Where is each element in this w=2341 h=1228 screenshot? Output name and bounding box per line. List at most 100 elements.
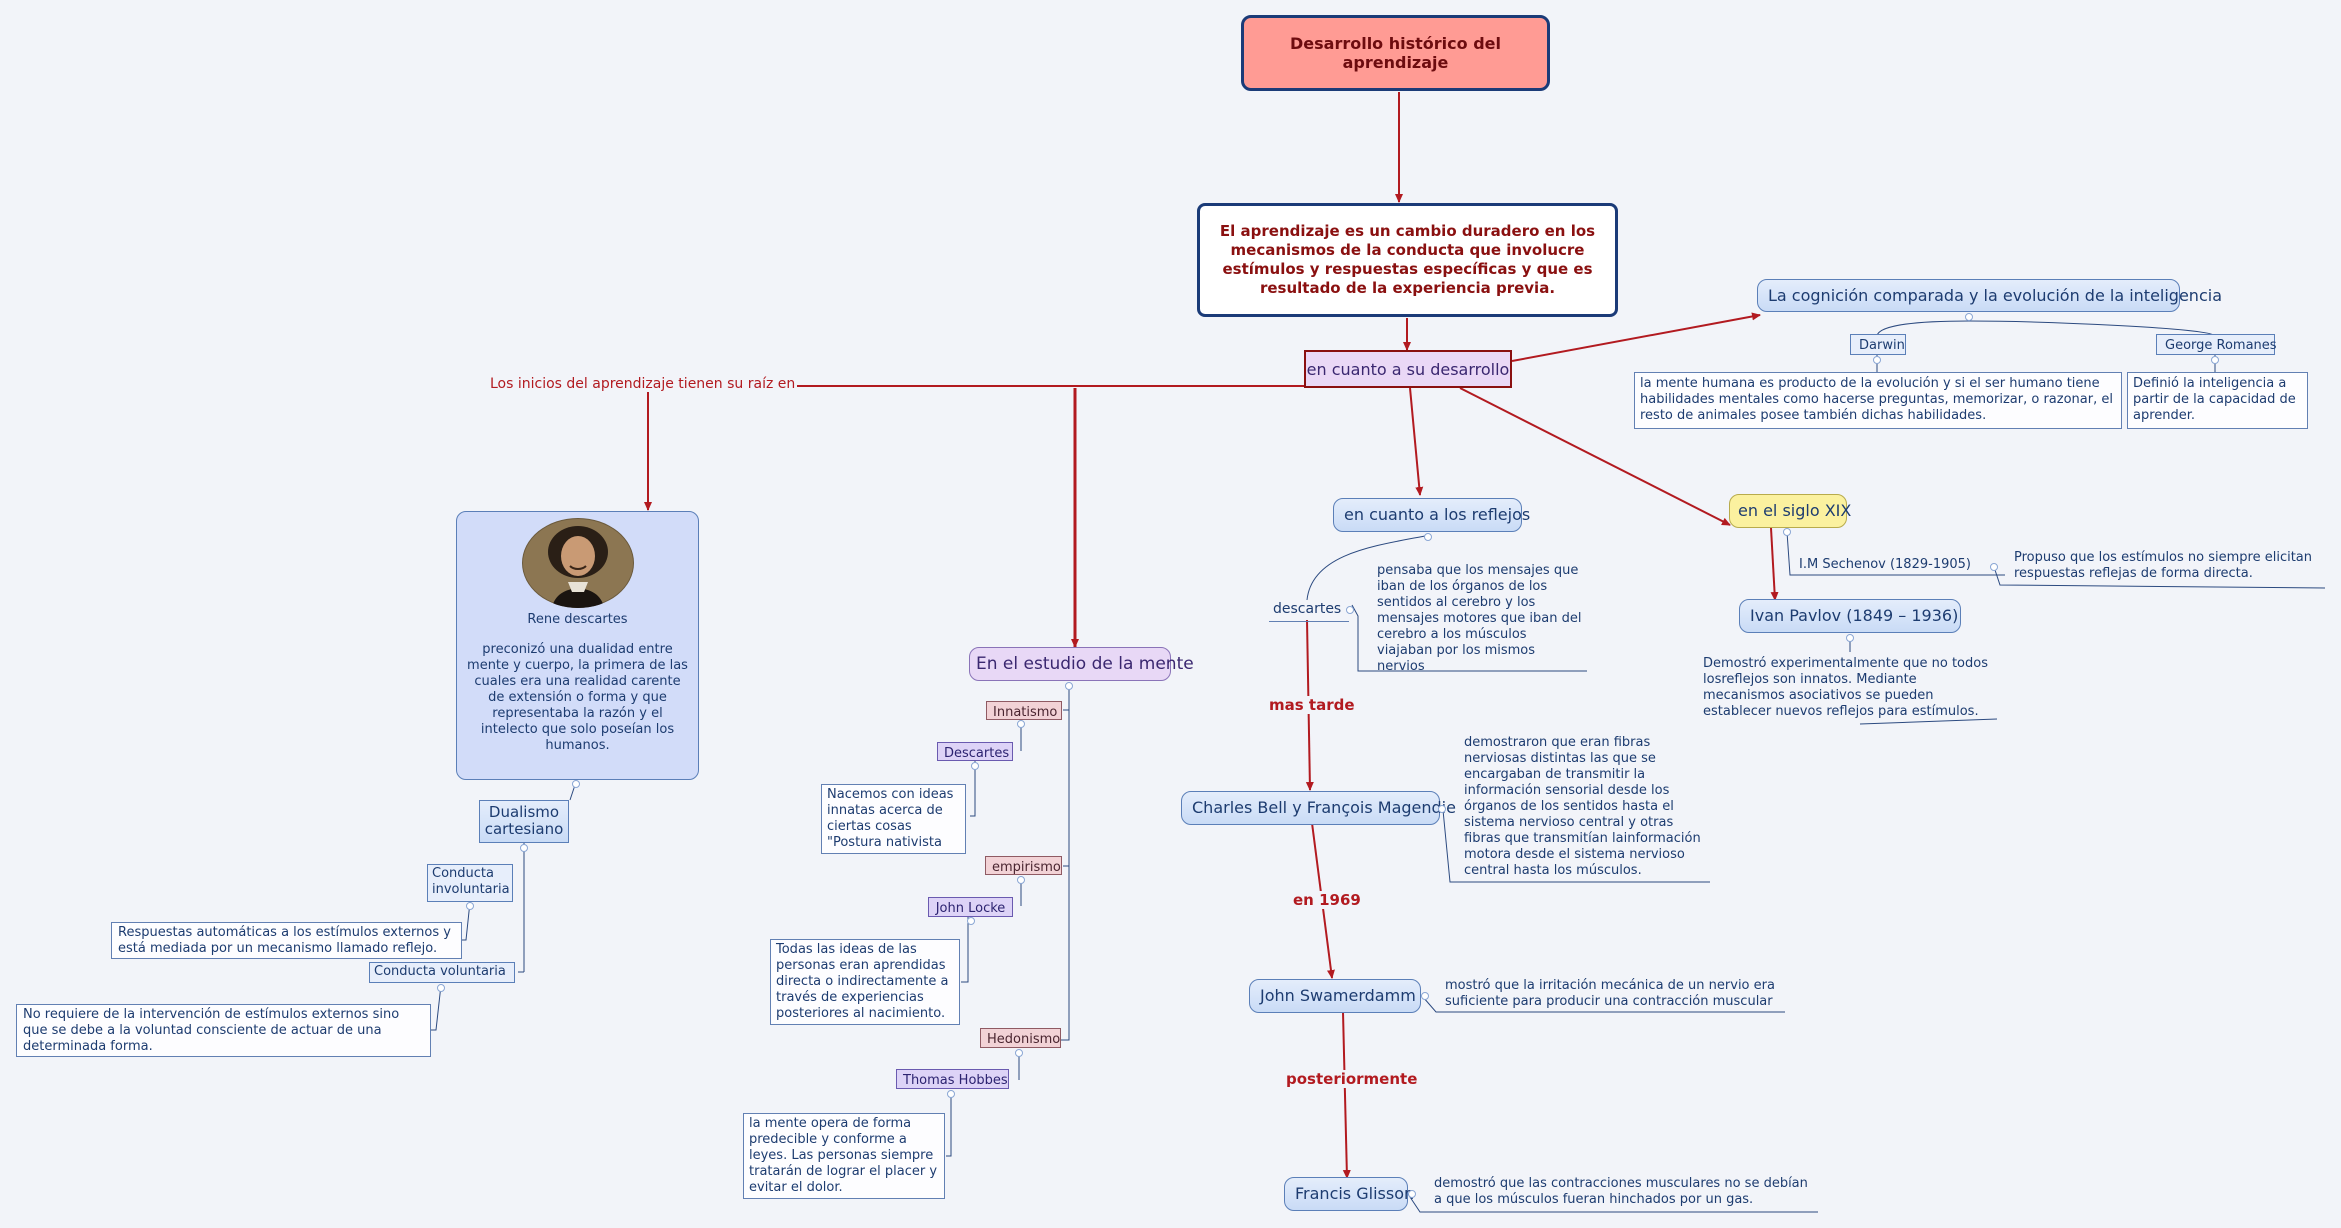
reflexes-title: en cuanto a los reflejos [1344, 505, 1531, 524]
dualismo-label: Dualismo cartesiano [484, 803, 564, 838]
locke-label: John Locke [935, 901, 1006, 916]
voluntaria-text: No requiere de la intervención de estímu… [23, 1007, 400, 1054]
rene-descartes-text: preconizó una dualidad entre mente y cue… [467, 642, 688, 753]
hobbes-topic[interactable]: Thomas Hobbes [896, 1069, 1009, 1089]
bell-text: demostraron que eran fibras nerviosas di… [1464, 735, 1701, 878]
later-label-text: mas tarde [1269, 696, 1355, 714]
voluntaria-label: Conducta voluntaria [374, 964, 506, 979]
descartes-mind-description: Nacemos con ideas innatas acerca de cier… [821, 784, 966, 854]
collapse-toggle[interactable] [1990, 563, 1998, 571]
descartes-reflex-text: pensaba que los mensajes que iban de los… [1377, 563, 1582, 674]
collapse-toggle[interactable] [466, 902, 474, 910]
darwin-description: la mente humana es producto de la evoluc… [1634, 372, 2122, 429]
after-label-text: posteriormente [1286, 1070, 1418, 1088]
arrow-xix-pavlov [1770, 527, 1779, 601]
xix-title: en el siglo XIX [1738, 501, 1852, 520]
collapse-toggle[interactable] [2211, 356, 2219, 364]
bell-topic[interactable]: Charles Bell y François Magendie [1181, 791, 1456, 825]
collapse-toggle[interactable] [437, 984, 445, 992]
collapse-toggle[interactable] [1017, 876, 1025, 884]
xix-topic[interactable]: en el siglo XIX [1729, 494, 1851, 528]
hedonismo-label: Hedonismo [987, 1032, 1061, 1047]
collapse-toggle[interactable] [520, 844, 528, 852]
involuntaria-description: Respuestas automáticas a los estímulos e… [111, 922, 462, 959]
cognition-title: La cognición comparada y la evolución de… [1768, 286, 2222, 305]
involuntaria-topic[interactable]: Conducta involuntaria [427, 864, 513, 902]
collapse-toggle[interactable] [1965, 313, 1973, 321]
arrow-swammerdam-glisson [1342, 1011, 1351, 1179]
sechenov-text: Propuso que los estímulos no siempre eli… [2014, 550, 2313, 581]
sechenov-label: I.M Sechenov (1829-1905) [1799, 557, 1971, 572]
collapse-toggle[interactable] [947, 1090, 955, 1098]
darwin-label: Darwin [1859, 338, 1905, 353]
locke-description: Todas las ideas de las personas eran apr… [770, 939, 960, 1025]
glisson-text: demostró que las contracciones musculare… [1434, 1176, 1808, 1207]
collapse-toggle[interactable] [1424, 533, 1432, 541]
arrow-hub-reflexes [1409, 387, 1424, 496]
hedonismo-topic[interactable]: Hedonismo [980, 1028, 1061, 1048]
root-topic[interactable]: Desarrollo histórico del aprendizaje [1241, 15, 1550, 91]
arrow-hub-xix [1459, 387, 1731, 526]
later-label: mas tarde [1266, 696, 1358, 714]
darwin-topic[interactable]: Darwin [1850, 334, 1906, 355]
collapse-toggle[interactable] [971, 762, 979, 770]
hub-label: en cuanto a su desarrollo [1306, 359, 1510, 379]
year-label: en 1969 [1290, 891, 1364, 909]
locke-text: Todas las ideas de las personas eran apr… [776, 942, 949, 1021]
locke-topic[interactable]: John Locke [928, 897, 1013, 917]
voluntaria-description: No requiere de la intervención de estímu… [16, 1004, 431, 1057]
reflexes-topic[interactable]: en cuanto a los reflejos [1333, 498, 1530, 532]
development-hub[interactable]: en cuanto a su desarrollo [1304, 350, 1512, 388]
hobbes-description: la mente opera de forma predecible y con… [743, 1113, 945, 1199]
rene-descartes-portrait [521, 518, 634, 608]
descartes-reflex-description: pensaba que los mensajes que iban de los… [1373, 563, 1587, 674]
collapse-toggle[interactable] [1017, 720, 1025, 728]
swammerdam-label: John Swamerdamm [1260, 986, 1416, 1005]
romanes-topic[interactable]: George Romanes [2156, 334, 2277, 355]
rene-descartes-card[interactable]: Rene descartes preconizó una dualidad en… [456, 511, 699, 780]
collapse-toggle[interactable] [1873, 356, 1881, 364]
collapse-toggle[interactable] [1065, 682, 1073, 690]
descartes-reflex-topic[interactable]: descartes [1269, 600, 1349, 622]
swammerdam-topic[interactable]: John Swamerdamm [1249, 979, 1421, 1013]
sechenov-topic[interactable]: I.M Sechenov (1829-1905) [1797, 556, 1997, 578]
pavlov-topic[interactable]: Ivan Pavlov (1849 – 1936) [1739, 599, 1961, 633]
innatismo-label: Innatismo [993, 705, 1058, 720]
glisson-topic[interactable]: Francis Glisson [1284, 1177, 1414, 1211]
rene-descartes-name: Rene descartes [527, 612, 628, 627]
collapse-toggle[interactable] [1846, 634, 1854, 642]
mind-title: En el estudio de la mente [976, 654, 1194, 674]
empirismo-label: empirismo [992, 860, 1061, 875]
pavlov-description: Demostró experimentalmente que no todos … [1699, 656, 1997, 723]
collapse-toggle[interactable] [1346, 606, 1354, 614]
involuntaria-text: Respuestas automáticas a los estímulos e… [118, 925, 451, 956]
arrow-hub-cognition [1511, 312, 1761, 362]
swammerdam-description: mostró que la irritación mecánica de un … [1441, 978, 1785, 1012]
collapse-toggle[interactable] [1438, 805, 1446, 813]
romanes-description: Definió la inteligencia a partir de la c… [2127, 372, 2308, 429]
collapse-toggle[interactable] [1015, 1049, 1023, 1057]
innatismo-topic[interactable]: Innatismo [986, 701, 1062, 720]
after-label: posteriormente [1283, 1070, 1421, 1088]
empirismo-topic[interactable]: empirismo [985, 856, 1062, 875]
hobbes-label: Thomas Hobbes [903, 1073, 1008, 1088]
mind-topic[interactable]: En el estudio de la mente [969, 647, 1194, 681]
voluntaria-topic[interactable]: Conducta voluntaria [369, 962, 515, 983]
dualismo-topic[interactable]: Dualismo cartesiano [479, 800, 569, 843]
collapse-toggle[interactable] [1421, 992, 1429, 1000]
collapse-toggle[interactable] [967, 917, 975, 925]
darwin-text: la mente humana es producto de la evoluc… [1640, 376, 2113, 423]
collapse-toggle[interactable] [572, 780, 580, 788]
romanes-label: George Romanes [2165, 338, 2277, 353]
pavlov-text: Demostró experimentalmente que no todos … [1703, 656, 1988, 719]
collapse-toggle[interactable] [1783, 528, 1791, 536]
definition-topic[interactable]: El aprendizaje es un cambio duradero en … [1197, 203, 1618, 317]
bell-description: demostraron que eran fibras nerviosas di… [1460, 735, 1710, 881]
collapse-toggle[interactable] [1408, 1190, 1416, 1198]
descartes-mind-label: Descartes [944, 746, 1010, 761]
cognition-topic[interactable]: La cognición comparada y la evolución de… [1757, 279, 2222, 312]
glisson-label: Francis Glisson [1295, 1184, 1415, 1203]
descartes-mind-topic[interactable]: Descartes [937, 742, 1013, 761]
sechenov-description: Propuso que los estímulos no siempre eli… [2010, 550, 2325, 586]
